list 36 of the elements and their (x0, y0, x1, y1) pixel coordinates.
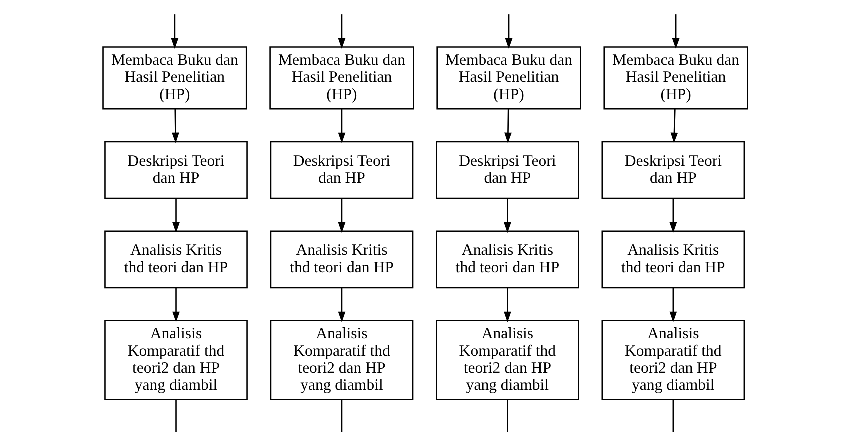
arrow (172, 198, 180, 234)
arrow (172, 288, 180, 322)
arrow (504, 198, 512, 234)
node-box: Analisis Kritis thd teori dan HP (602, 230, 746, 289)
arrow (338, 288, 346, 322)
node-box: Deskripsi Teori dan HP (104, 141, 248, 200)
node-box: Analisis Komparatif thd teori2 dan HP yang diambil (104, 320, 248, 400)
node-box: Membaca Buku dan Hasil Penelitian (HP) (604, 46, 748, 110)
node-box: Analisis Komparatif thd teori2 dan HP yang diambil (436, 320, 580, 400)
connector (672, 400, 674, 432)
node-box: Membaca Buku dan Hasil Penelitian (HP) (102, 46, 248, 110)
arrow (171, 14, 179, 50)
connector (176, 400, 177, 432)
arrow (338, 14, 346, 50)
arrow (504, 288, 512, 322)
node-box: Deskripsi Teori dan HP (436, 141, 580, 200)
arrow (504, 109, 512, 144)
arrow (505, 14, 513, 50)
connector (341, 400, 343, 432)
arrow (672, 14, 680, 50)
node-box: Membaca Buku dan Hasil Penelitian (HP) (270, 46, 414, 110)
arrow (670, 198, 678, 234)
node-box: Deskripsi Teori dan HP (602, 141, 746, 200)
arrow (172, 109, 180, 144)
node-box: Deskripsi Teori dan HP (270, 141, 414, 200)
arrow (338, 198, 346, 234)
arrow (670, 288, 678, 322)
node-box: Analisis Komparatif thd teori2 dan HP yang diambil (602, 320, 746, 400)
connector (507, 400, 508, 432)
arrow (670, 109, 678, 144)
node-box: Analisis Kritis thd teori dan HP (436, 230, 580, 289)
node-box: Analisis Kritis thd teori dan HP (270, 230, 414, 289)
arrow (338, 109, 346, 144)
node-box: Analisis Kritis thd teori dan HP (104, 230, 248, 289)
node-box: Membaca Buku dan Hasil Penelitian (HP) (436, 46, 582, 110)
node-box: Analisis Komparatif thd teori2 dan HP yang diambil (270, 320, 414, 400)
